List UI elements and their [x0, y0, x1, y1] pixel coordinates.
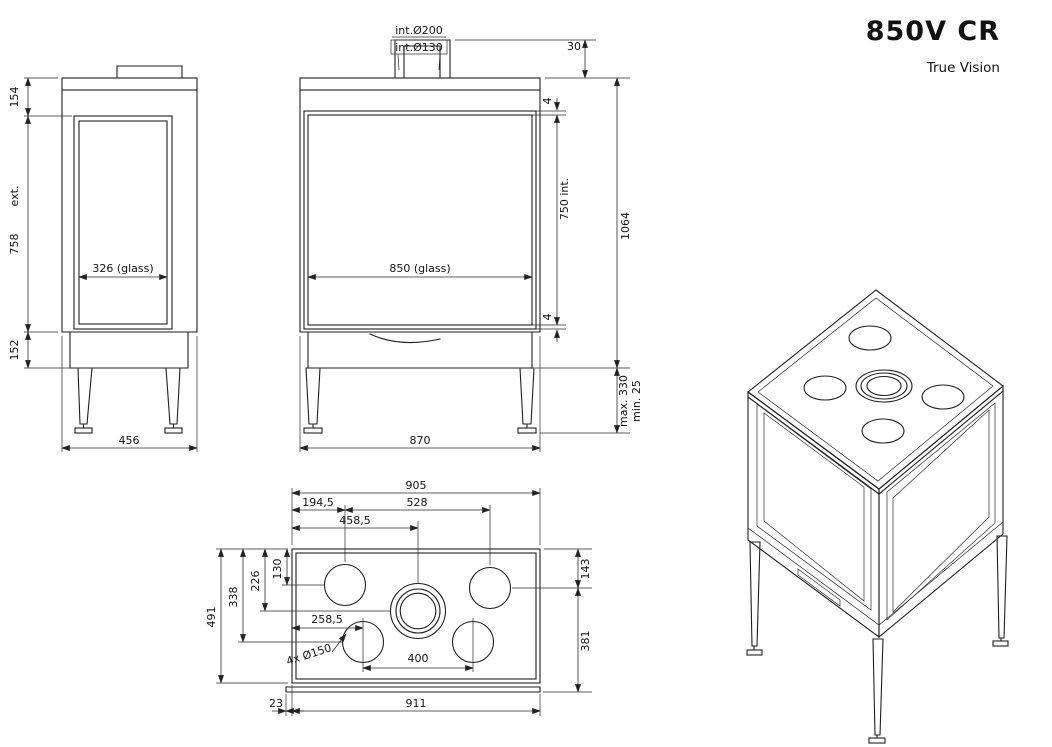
dim-legs-max: max. 330 [617, 375, 630, 427]
side-view-extension-lines [24, 77, 198, 452]
front-flue-inner [403, 45, 441, 79]
dim-front-offset: 23 [269, 697, 283, 710]
dim-hole1-x: 194,5 [302, 496, 334, 509]
iso-foot [992, 640, 1009, 647]
dim-flue-y: 226 [249, 571, 262, 592]
iso-air-outlet-hole [803, 375, 847, 401]
top-view-dimensions: 905 194,5 528 458,5 130 226 338 491 258,… [205, 479, 592, 714]
front-view-outline [299, 39, 541, 434]
flue-inner-label: int.Ø130 [395, 41, 443, 54]
flue-ring [389, 582, 447, 640]
dim-front-width: 870 [410, 434, 431, 447]
dim-side-top: 154 [8, 87, 21, 108]
iso-foot [868, 737, 886, 744]
dim-top-width: 905 [406, 479, 427, 492]
side-plinth [69, 331, 189, 369]
side-view-dimensions: 154 ext. 758 152 326 (glass) 456 [8, 77, 198, 451]
dim-gap-bottom: 4 [541, 314, 554, 321]
iso-leg [872, 638, 884, 736]
dim-right-bottom: 381 [579, 631, 592, 652]
iso-air-outlet-hole [861, 418, 905, 444]
dim-side-base: 152 [8, 340, 21, 361]
dim-flue-x: 458,5 [339, 514, 371, 527]
top-view-extension-lines [216, 488, 592, 716]
dim-side-ext: ext. [8, 186, 21, 207]
dim-row1-y: 130 [271, 559, 284, 580]
dim-flue-height: 30 [567, 40, 581, 53]
iso-air-outlet-hole [921, 384, 965, 410]
model-title: 850V CR [866, 16, 1000, 47]
front-leg-left [305, 367, 321, 425]
iso-side-glass [892, 409, 990, 613]
iso-leg [996, 535, 1008, 639]
iso-base-line [747, 521, 1004, 626]
dim-gap-top: 4 [541, 98, 554, 105]
iso-air-outlet-hole [848, 325, 892, 351]
dim-front-glass: 850 (glass) [389, 262, 450, 275]
front-top-cap [299, 77, 541, 91]
iso-top-inset [757, 297, 994, 482]
iso-foot [746, 649, 763, 656]
iso-leg [749, 541, 761, 647]
top-view: 905 194,5 528 458,5 130 226 338 491 258,… [205, 479, 592, 716]
side-flue-stub [116, 65, 183, 79]
front-view-dimensions: 30 4 750 int. 4 1064 850 (glass) 870 max… [299, 39, 643, 451]
top-plate [291, 548, 541, 684]
top-front-lip [285, 686, 541, 693]
dim-hole3-x: 258,5 [311, 613, 343, 626]
isometric-view [746, 289, 1009, 744]
side-foot-left [74, 427, 93, 434]
front-plinth [307, 331, 533, 369]
dim-side-depth: 456 [119, 434, 140, 447]
top-view-outline [285, 548, 541, 693]
iso-top-face [747, 289, 1004, 490]
iso-body [747, 289, 1004, 639]
side-door-frame [73, 115, 173, 330]
side-leg-left [77, 367, 93, 425]
iso-vent-slot [797, 568, 841, 607]
iso-front-frame [756, 403, 872, 611]
dim-total-height: 1064 [619, 212, 632, 240]
side-foot-right [164, 427, 183, 434]
flue-outer-label: int.Ø200 [395, 24, 443, 37]
dim-side-glass: 326 (glass) [92, 262, 153, 275]
front-foot-right [517, 427, 537, 434]
front-view-extension-lines [299, 39, 630, 452]
front-view: int.Ø200 int.Ø130 30 4 750 int. 4 1064 8… [299, 24, 643, 452]
side-glass-panel [78, 120, 168, 325]
air-outlet-hole [323, 563, 367, 607]
dim-front-width: 911 [406, 697, 427, 710]
front-foot-left [303, 427, 323, 434]
front-door-frame [303, 110, 537, 330]
side-top-cap [61, 77, 198, 91]
side-leg-right [165, 367, 181, 425]
iso-top-holes [803, 325, 965, 444]
air-outlet-hole [468, 566, 512, 610]
flue-callout: int.Ø200 int.Ø130 [390, 24, 448, 71]
dim-glass-height: 750 int. [558, 178, 571, 220]
dim-hole-spacing2-x: 400 [408, 652, 429, 665]
front-glass-panel [307, 114, 533, 326]
title-block: 850V CR True Vision [866, 16, 1000, 76]
dim-right-top: 143 [579, 559, 592, 580]
iso-front-face [747, 390, 880, 639]
iso-flue-ring [855, 369, 913, 403]
iso-side-frame [886, 402, 996, 621]
iso-legs [746, 535, 1009, 744]
dim-legs-min: min. 25 [630, 380, 643, 422]
front-leg-right [519, 367, 535, 425]
model-subtitle: True Vision [926, 60, 1000, 76]
iso-side-face [878, 384, 1004, 639]
dim-side-body: 758 [8, 234, 21, 255]
dim-row2-y: 338 [227, 587, 240, 608]
iso-front-glass [763, 412, 865, 602]
side-view: 154 ext. 758 152 326 (glass) 456 [8, 65, 198, 452]
side-view-outline [61, 65, 198, 434]
dim-hole-spacing-x: 528 [407, 496, 428, 509]
front-door-handle [369, 333, 441, 344]
dim-top-depth: 491 [205, 607, 218, 628]
